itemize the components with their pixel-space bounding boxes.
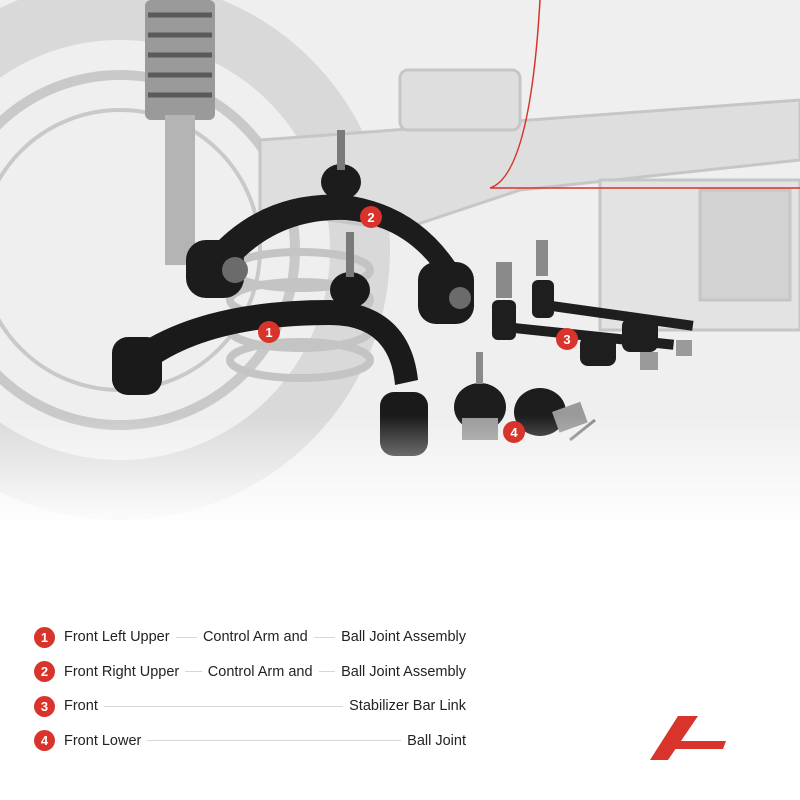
parts-list-item: 2 Front Right Upper Control Arm and Ball… xyxy=(34,655,466,690)
part-text: Ball Joint Assembly xyxy=(341,663,467,680)
number-badge: 1 xyxy=(34,626,55,648)
parts-list: 1 Front Left Upper Control Arm and Ball … xyxy=(34,620,466,758)
part-text: Ball Joint Assembly xyxy=(341,629,466,646)
parts-list-item: 3 Front Stabilizer Bar Link xyxy=(34,689,466,724)
divider-line xyxy=(313,636,336,638)
divider-line xyxy=(318,671,336,673)
part-text: Control Arm and xyxy=(202,629,308,646)
divider-line xyxy=(185,671,202,673)
part-text: Front Left Upper xyxy=(64,629,170,646)
part-text: Ball Joint xyxy=(407,732,466,749)
part-text: Stabilizer Bar Link xyxy=(349,698,466,715)
callout-badge-3: 3 xyxy=(556,328,578,350)
a-premium-logo-icon xyxy=(650,716,726,760)
divider-line xyxy=(147,740,402,742)
divider-line xyxy=(175,636,197,638)
divider-line xyxy=(103,705,344,707)
callout-badge-2: 2 xyxy=(360,206,382,228)
parts-list-item: 4 Front Lower Ball Joint xyxy=(34,724,466,759)
number-badge: 3 xyxy=(34,695,55,717)
callout-badge-4: 4 xyxy=(503,421,525,443)
part-text: Control Arm and xyxy=(207,663,313,680)
number-badge: 4 xyxy=(34,730,55,752)
part-text: Front xyxy=(64,698,98,715)
suspension-photo xyxy=(0,0,800,520)
number-badge: 2 xyxy=(34,661,55,683)
parts-list-item: 1 Front Left Upper Control Arm and Ball … xyxy=(34,620,466,655)
part-text: Front Lower xyxy=(64,732,142,749)
part-text: Front Right Upper xyxy=(64,663,180,680)
callout-badge-1: 1 xyxy=(258,321,280,343)
